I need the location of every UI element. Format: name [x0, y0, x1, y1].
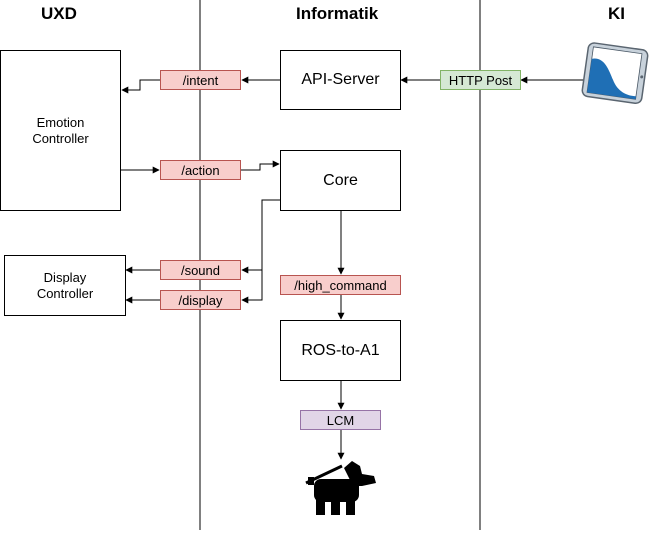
tablet-icon	[581, 42, 649, 105]
topic-display[interactable]: /display	[160, 290, 241, 310]
display-controller-node[interactable]: Display Controller	[4, 255, 126, 316]
robot-dog-icon	[305, 461, 376, 515]
emotion-controller-node[interactable]: Emotion Controller	[0, 50, 121, 211]
edge-action-to-core	[241, 160, 280, 171]
http-post-label[interactable]: HTTP Post	[440, 70, 521, 90]
display-controller-label: Display Controller	[36, 269, 94, 301]
topic-high-command[interactable]: /high_command	[280, 275, 401, 295]
ros-to-a1-node[interactable]: ROS-to-A1	[280, 320, 401, 381]
core-label: Core	[323, 171, 358, 189]
api-server-label: API-Server	[301, 71, 380, 88]
ros-to-a1-label: ROS-to-A1	[301, 341, 380, 359]
emotion-controller-label: Emotion Controller	[32, 114, 89, 146]
edge-intent-to-emotion	[121, 79, 160, 94]
api-server-node[interactable]: API-Server	[280, 50, 401, 110]
lcm-label[interactable]: LCM	[300, 410, 381, 430]
topic-sound[interactable]: /sound	[160, 260, 241, 280]
lane-title-ki: KI	[608, 4, 625, 23]
topic-action[interactable]: /action	[160, 160, 241, 180]
topic-intent[interactable]: /intent	[160, 70, 241, 90]
core-node[interactable]: Core	[280, 150, 401, 211]
edge-core-to-sound-display	[241, 199, 280, 304]
lane-title-informatik: Informatik	[296, 4, 379, 23]
tablet-screen-wave	[587, 58, 636, 100]
lane-title-uxd: UXD	[41, 4, 77, 23]
